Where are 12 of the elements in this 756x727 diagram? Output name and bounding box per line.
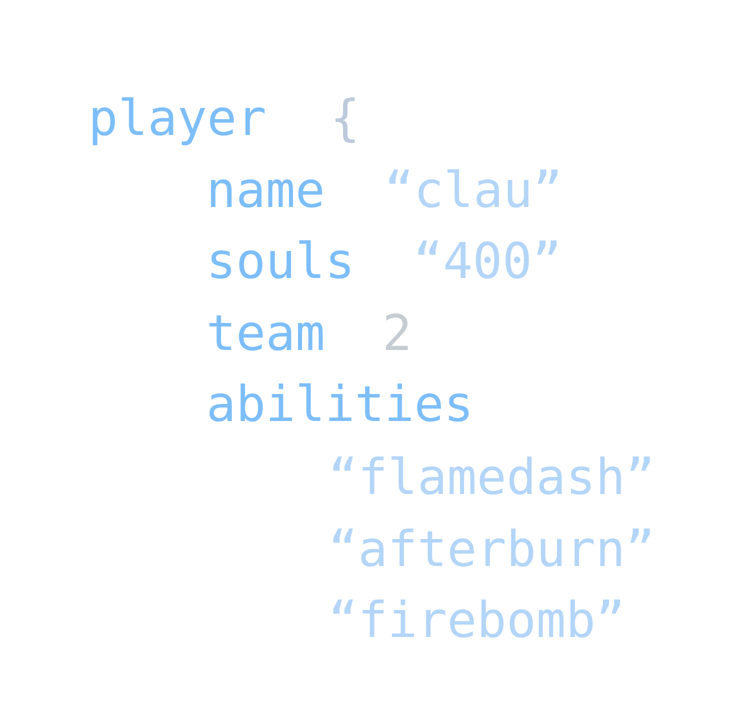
code-key: souls [211,240,350,279]
code-key: name [210,179,322,208]
code-string: “flamedash” [333,456,650,495]
code-key: player [92,97,265,146]
code-key: team [209,315,323,351]
code-string: “clau” [389,169,558,208]
code-number: 2 [386,313,408,350]
code-string: “afterburn” [333,528,650,567]
brace: { [336,98,355,144]
code-string: “400” [418,240,557,279]
code-key: abilities [209,383,469,422]
code-string: “firebomb” [333,600,620,638]
